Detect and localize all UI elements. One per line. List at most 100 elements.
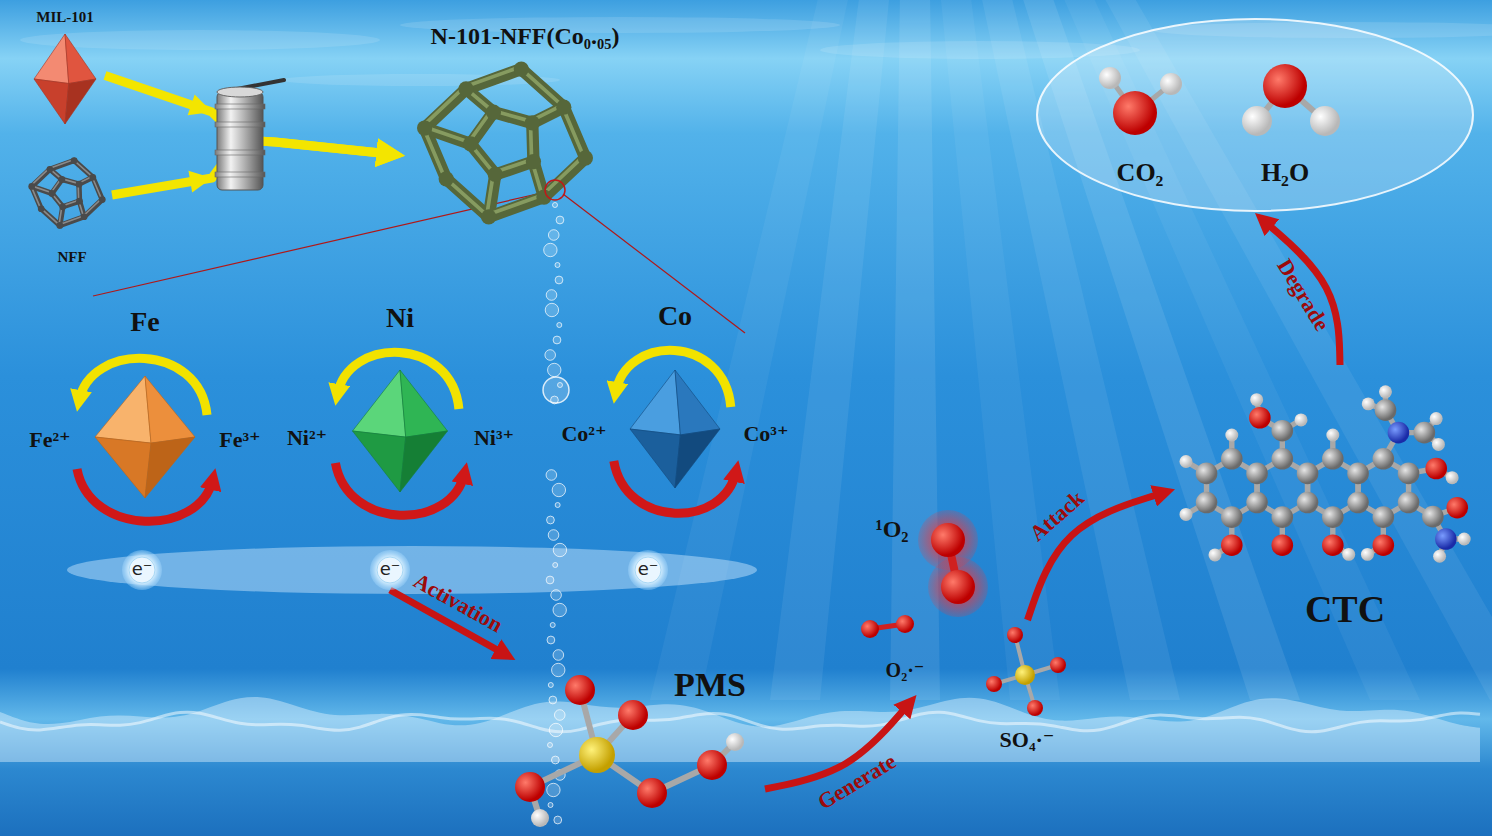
bubble xyxy=(548,743,553,748)
octahedron-face xyxy=(630,370,680,435)
atom xyxy=(1221,448,1243,470)
atom xyxy=(1099,67,1121,89)
cage-joint xyxy=(47,166,54,173)
bubble xyxy=(553,603,566,616)
atom xyxy=(861,620,879,638)
singlet-glow xyxy=(928,557,988,617)
molecule xyxy=(1242,64,1340,136)
atom xyxy=(1398,492,1420,514)
atom xyxy=(931,523,965,557)
atom xyxy=(515,772,545,802)
node-label: e⁻ xyxy=(132,559,153,579)
bubble xyxy=(551,756,559,764)
atom xyxy=(1272,506,1294,528)
cage-joint xyxy=(81,213,88,220)
atom xyxy=(697,750,727,780)
node-label: Co xyxy=(658,301,692,332)
atom xyxy=(1414,422,1436,444)
atom xyxy=(1225,429,1238,442)
cage-strut xyxy=(466,69,521,89)
metal-cycle: FeFe²⁺Fe³⁺ xyxy=(15,300,275,528)
octahedron-face xyxy=(400,431,448,492)
atom xyxy=(1221,506,1243,528)
cage-joint xyxy=(536,189,551,204)
atom xyxy=(941,570,975,604)
cage-joint xyxy=(28,183,35,190)
metal-cycle: NiNi²⁺Ni³⁺ xyxy=(272,296,532,524)
bubble xyxy=(552,663,565,676)
atom xyxy=(1272,448,1294,470)
radical-species: ¹O₂ xyxy=(860,505,1005,613)
molecule xyxy=(1099,67,1182,135)
edge-label: Attack xyxy=(1026,486,1090,546)
atom xyxy=(1435,528,1457,550)
octahedron xyxy=(353,370,448,492)
octahedron-face xyxy=(353,370,406,437)
atom xyxy=(1458,533,1471,546)
bubble xyxy=(548,363,561,376)
cage-joint xyxy=(556,100,571,115)
atom xyxy=(1432,438,1445,451)
atom xyxy=(1113,91,1157,135)
cage-highlight xyxy=(83,199,101,216)
autoclave-symbol xyxy=(215,80,284,190)
foam-cage: NFF xyxy=(22,145,112,270)
node-label: N-101-NFF(Co₀.₀₅) xyxy=(431,23,620,49)
node-label: Co²⁺ xyxy=(561,422,606,446)
bubble xyxy=(549,696,557,704)
cage-joint xyxy=(76,181,83,188)
cage-highlight xyxy=(31,168,49,185)
atom xyxy=(1263,64,1307,108)
octahedron-face xyxy=(353,431,406,492)
atom xyxy=(1221,534,1243,556)
atom xyxy=(1375,399,1397,421)
bubble xyxy=(552,483,565,496)
molecule xyxy=(931,523,975,604)
node-label: e⁻ xyxy=(638,559,659,579)
node-label: Co³⁺ xyxy=(743,422,788,446)
bubble xyxy=(547,783,560,796)
atom xyxy=(1373,448,1395,470)
bubble xyxy=(555,263,560,268)
octahedron-face xyxy=(34,79,69,124)
bubble xyxy=(555,503,560,508)
cage-frame xyxy=(417,61,593,224)
node-label: Fe xyxy=(130,307,160,338)
electron-glow xyxy=(628,550,668,590)
atom xyxy=(1295,413,1308,426)
node-label: Ni²⁺ xyxy=(287,426,327,450)
bubble xyxy=(548,230,559,241)
bubble xyxy=(546,290,557,301)
atom xyxy=(1373,534,1395,556)
bubble xyxy=(546,576,554,584)
atom xyxy=(726,733,744,751)
atom xyxy=(1425,458,1447,480)
autoclave-band xyxy=(215,122,265,127)
cage-strut xyxy=(41,209,60,226)
arrowhead xyxy=(188,171,212,193)
bubble xyxy=(551,590,562,601)
catalyst-cage: N-101-NFF(Co₀.₀₅) xyxy=(405,18,645,240)
bubble xyxy=(544,243,557,256)
bubble xyxy=(548,803,553,808)
node-label: CTC xyxy=(1305,589,1385,631)
atom xyxy=(1272,420,1294,442)
octahedron xyxy=(34,34,96,124)
bubble xyxy=(547,636,555,644)
water-splash xyxy=(0,697,1480,762)
electron: e⁻ xyxy=(122,550,162,590)
molecule xyxy=(986,627,1066,716)
atom xyxy=(1362,397,1375,410)
atom xyxy=(1422,506,1444,528)
bubble xyxy=(546,470,557,481)
cage-joint xyxy=(514,61,529,76)
light-ray xyxy=(770,0,890,700)
product-bubble-group: CO₂H₂O xyxy=(1035,18,1475,213)
atom xyxy=(1196,492,1218,514)
bubble xyxy=(553,203,558,208)
atom xyxy=(1388,422,1410,444)
bubble xyxy=(554,710,565,721)
process-arrow xyxy=(1265,222,1340,365)
octahedron-face xyxy=(34,34,69,84)
radical-species: SO₄·⁻ xyxy=(980,620,1075,760)
